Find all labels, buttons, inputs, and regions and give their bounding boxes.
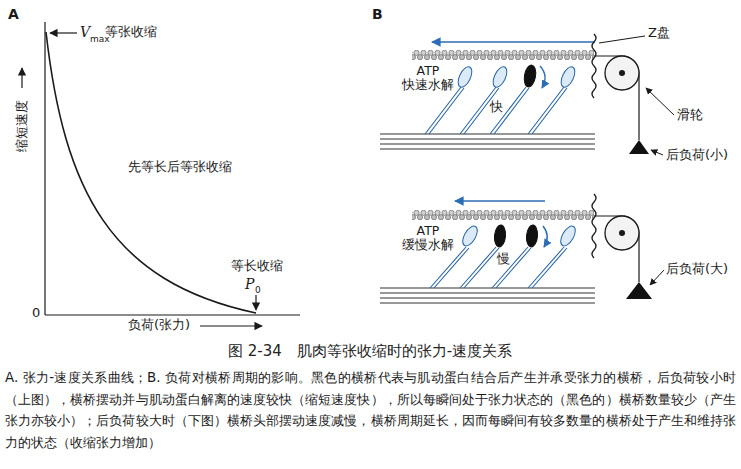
art-line [44, 22, 45, 315]
art-path [432, 41, 595, 43]
art-path [594, 216, 639, 282]
art-circle [605, 56, 639, 90]
art-rect [412, 210, 594, 220]
art-line [380, 148, 595, 149]
vmax-arrow [50, 32, 77, 33]
art-path [430, 247, 469, 288]
tension-velocity-curve [46, 32, 256, 313]
speed-label: 快 [490, 100, 503, 115]
art-path [455, 200, 545, 202]
art-path [626, 282, 652, 299]
art-ellipse [494, 225, 507, 248]
art-ellipse [526, 225, 539, 248]
curve-label: 先等长后等张收缩 [128, 160, 232, 175]
atp-label: ATP 快速水解 [398, 64, 458, 93]
art-line [380, 133, 595, 134]
art-line [380, 143, 595, 144]
subscript: 0 [255, 285, 261, 295]
leader-arrow [651, 150, 663, 155]
art-circle [605, 216, 639, 250]
art-path [594, 56, 639, 140]
art-ellipse [490, 65, 509, 90]
axis-title: 缩短速度 [15, 100, 30, 152]
art-path [543, 226, 547, 247]
sarcomere-bottom [380, 194, 652, 303]
art-g [425, 87, 567, 134]
art-ellipse [455, 65, 474, 90]
art-ellipse [460, 224, 481, 249]
art-g [430, 247, 567, 288]
art-line [380, 297, 595, 298]
axis-origin: 0 [32, 306, 40, 321]
part-name: Z盘 [648, 26, 670, 41]
art-path [592, 34, 596, 98]
art-path [540, 66, 545, 88]
part-name: 滑轮 [677, 108, 703, 123]
leader-line [599, 36, 645, 43]
art-ellipse [523, 64, 538, 88]
art-ellipse [558, 65, 577, 90]
axis-title: 负荷(张力) [128, 318, 190, 333]
art-line [380, 292, 595, 293]
curve-label: 等张收缩 [105, 25, 157, 40]
art-rect [412, 50, 594, 60]
p0-arrow [255, 295, 256, 310]
art-path [592, 194, 596, 258]
art-ellipse [558, 224, 579, 249]
x-axis-arrow [200, 325, 262, 326]
figure-caption: 图 2-34 肌肉等张收缩时的张力-速度关系 [228, 343, 512, 360]
art-g [380, 288, 595, 303]
art-path [528, 247, 567, 288]
curve-label: 等长收缩 [231, 259, 283, 274]
leader-arrow [646, 88, 674, 115]
symbol: P [245, 276, 254, 292]
leader-arrow [650, 270, 664, 285]
art-path [629, 140, 649, 154]
art-circle [619, 230, 625, 236]
art-line [380, 138, 595, 139]
art-path [492, 247, 531, 288]
art-path [528, 87, 567, 134]
load-label: 后负荷(大) [666, 262, 728, 277]
load-label: 后负荷(小) [666, 148, 728, 163]
art-path [490, 87, 529, 134]
panel-letter: B [372, 6, 383, 22]
chart-axes [45, 22, 300, 315]
symbol: V [80, 24, 90, 40]
art-path [425, 87, 464, 134]
art-line [380, 302, 595, 303]
legend-paragraph: A. 张力-速度关系曲线；B. 负荷对横桥周期的影响。黑色的横桥代表与肌动蛋白结… [5, 367, 736, 453]
y-axis-arrow [21, 68, 22, 88]
atp-label: ATP 缓慢水解 [398, 224, 458, 253]
speed-label: 慢 [497, 252, 510, 267]
art-circle [619, 70, 625, 76]
panel-letter: A [8, 6, 19, 22]
art-path [460, 247, 499, 288]
art-g [380, 134, 595, 149]
art-line [45, 314, 300, 315]
sarcomere-top [380, 34, 649, 154]
art-line [380, 287, 595, 288]
